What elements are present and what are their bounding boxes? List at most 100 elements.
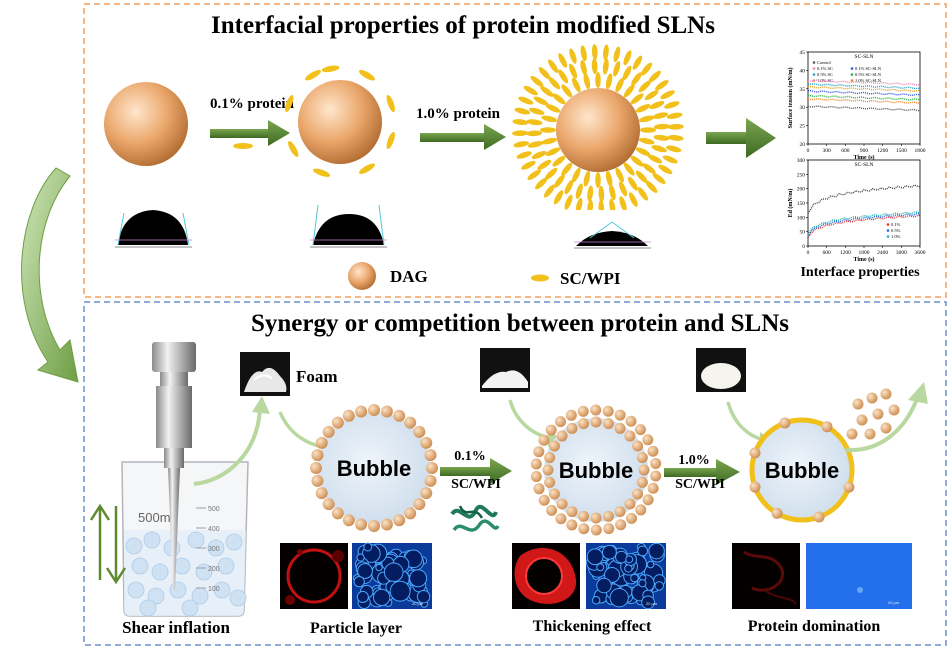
protein-chain [619,196,627,212]
protein-chain [541,115,558,123]
scale-bar-text: 20 μm [412,601,424,606]
micrograph-blue-2: 20 μm [586,542,666,610]
shell-particle [843,481,855,493]
protein-chain [545,104,561,113]
top-panel-border [83,3,947,298]
release-arrowhead [908,382,928,404]
shell-particle [624,430,636,442]
protein-chain [568,63,578,79]
shell-particle [636,452,648,464]
protein-chain [575,183,583,199]
protein-chain [638,137,655,145]
protein-chain [605,170,613,187]
air-bubble [173,557,191,575]
shell-particle [632,488,644,500]
protein-chain [553,190,564,205]
protein-chain [638,115,655,123]
protein-chain [648,70,661,83]
protein-chain [658,164,673,175]
micro-cell [646,560,655,569]
caption-thickening-effect: Thickening effect [533,618,652,635]
protein-chain [558,53,568,68]
dag-particle-low-protein [298,80,382,164]
bubble-2-label: Bubble [559,458,634,483]
legend-label: 1.0% SC [817,78,833,83]
shell-particle [368,404,380,416]
protein-chain [531,150,547,160]
shell-particle [590,416,602,428]
protein-chain [305,70,321,81]
shell-particle [342,409,355,422]
bubble-1-label: Bubble [337,456,412,481]
homogenizer [152,342,196,590]
protein-chain [516,151,532,159]
air-bubble [151,563,169,581]
y-tick-label: 35 [800,87,806,93]
shell-particle [322,498,335,511]
legend-marker [850,73,854,76]
micro-cell [654,581,664,591]
foam-photo-3 [696,348,746,392]
protein-chain [285,95,294,113]
micro-cell [363,542,373,552]
shell-particle [426,462,438,474]
protein-chain [575,197,583,214]
air-bubble [225,533,243,551]
protein-chain [512,130,529,137]
series-line [807,89,921,97]
release-arrow [845,395,920,453]
protein-chain [613,61,621,77]
protein-chain [514,107,531,115]
x-tick-label: 3000 [896,250,907,256]
micro-cell [601,544,617,560]
arrow-to-interface [706,118,776,158]
legend-dag-icon [348,262,376,290]
protein-chain [642,163,656,174]
y-tick-label: 250 [797,172,806,178]
protein-chain [631,72,642,86]
x-tick-label: 1200 [877,148,888,154]
protein-chain [386,131,395,149]
foam-photo-2 [480,348,530,392]
shell-particle [642,494,654,506]
x-tick-label: 600 [841,148,850,154]
protein-chain [545,147,561,156]
protein-chain [603,44,609,61]
legend-label: 1.0% [891,234,901,239]
protein-chain [512,119,529,125]
series-line [807,83,921,90]
protein-chain [540,86,554,97]
legend-marker [886,223,890,226]
bottom-panel-title: Synergy or competition between protein a… [251,310,789,337]
foam-label: Foam [296,367,338,386]
protein-chain [572,167,581,183]
protein-chain [667,135,684,141]
protein-chain [638,80,651,93]
shell-particle [311,474,324,487]
protein-chain [595,72,601,88]
protein-chain [641,62,653,76]
series-line [807,212,921,237]
beaker-bubbles [125,531,247,617]
shell-particle [615,519,627,531]
protein-chain [623,50,632,66]
shell-particle [602,510,614,522]
shell-particle [771,507,783,519]
shell-particle [556,498,568,510]
bottom-arrow1-pct: 0.1% [454,449,486,464]
shell-particle [380,405,393,418]
protein-structure-icon [448,500,500,538]
protein-chain [535,177,548,190]
protein-chain [543,184,555,198]
legend-protein-icon [531,274,549,282]
shell-particle [634,424,646,436]
protein-chain [652,173,666,185]
legend-marker [812,67,816,70]
shell-particle [577,405,589,417]
shell-particle [590,512,602,524]
foam2-to-bubble-arrow [508,399,553,440]
legend-label: 0.1% SC-SLN [855,66,882,71]
protein-chain [580,59,587,76]
